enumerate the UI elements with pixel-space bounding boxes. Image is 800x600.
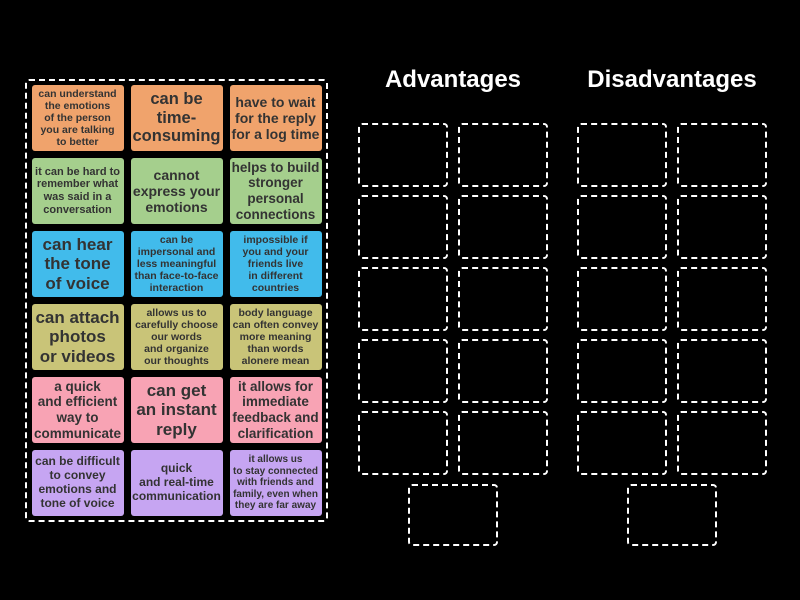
card-text: it can be hard to remember what was said… (35, 165, 120, 216)
card-text: can be time-consuming (132, 89, 221, 146)
category-advantages: Advantages (358, 66, 548, 546)
card-text: can get an instant reply (136, 380, 217, 439)
drop-slot-advantages[interactable] (358, 267, 448, 331)
card-9[interactable]: impossible if you and your friends live … (229, 231, 322, 297)
card-text: it allows us to stay connected with frie… (232, 454, 319, 512)
drop-slot-disadvantages[interactable] (627, 484, 717, 546)
category-disadvantages-title: Disadvantages (587, 66, 757, 93)
card-11[interactable]: allows us to carefully choose our words … (130, 304, 223, 370)
card-text: can understand the emotions of the perso… (38, 87, 117, 149)
category-advantages-title: Advantages (384, 66, 522, 93)
drop-slot-disadvantages[interactable] (577, 411, 667, 475)
card-6[interactable]: helps to build stronger personal connect… (229, 158, 322, 224)
card-18[interactable]: it allows us to stay connected with frie… (229, 450, 322, 516)
card-16[interactable]: can be difficult to convey emotions and … (31, 450, 124, 516)
drop-slot-advantages[interactable] (358, 339, 448, 403)
drop-slot-advantages[interactable] (408, 484, 498, 546)
card-2[interactable]: can be time-consuming (130, 85, 223, 151)
drop-slot-disadvantages[interactable] (677, 123, 767, 187)
card-14[interactable]: can get an instant reply (130, 377, 223, 443)
card-8[interactable]: can be impersonal and less meaningful th… (130, 231, 223, 297)
drop-slot-disadvantages[interactable] (677, 411, 767, 475)
drop-slot-advantages[interactable] (358, 195, 448, 259)
card-text: quick and real-time communication (132, 461, 221, 503)
card-pool: can understand the emotions of the perso… (25, 79, 328, 522)
card-4[interactable]: it can be hard to remember what was said… (31, 158, 124, 224)
drop-slot-disadvantages[interactable] (577, 339, 667, 403)
drop-slot-advantages[interactable] (358, 411, 448, 475)
disadvantages-bottom-slot-row (577, 484, 767, 546)
card-text: a quick and efficient way to communicate (33, 378, 122, 441)
category-disadvantages: Disadvantages (577, 66, 767, 546)
card-1[interactable]: can understand the emotions of the perso… (31, 85, 124, 151)
drop-slot-advantages[interactable] (358, 123, 448, 187)
card-text: cannot express your emotions (132, 166, 221, 216)
advantages-slot-grid (358, 123, 548, 475)
card-text: allows us to carefully choose our words … (135, 306, 218, 368)
advantages-bottom-slot-row (358, 484, 548, 546)
card-12[interactable]: body language can often convey more mean… (229, 304, 322, 370)
drop-slot-disadvantages[interactable] (677, 267, 767, 331)
card-15[interactable]: it allows for immediate feedback and cla… (229, 377, 322, 443)
card-text: can be difficult to convey emotions and … (35, 454, 120, 510)
card-7[interactable]: can hear the tone of voice (31, 231, 124, 297)
drop-slot-disadvantages[interactable] (677, 195, 767, 259)
card-10[interactable]: can attach photos or videos (31, 304, 124, 370)
card-5[interactable]: cannot express your emotions (130, 158, 223, 224)
card-text: can attach photos or videos (35, 307, 120, 366)
card-17[interactable]: quick and real-time communication (130, 450, 223, 516)
card-3[interactable]: have to wait for the reply for a log tim… (229, 85, 322, 151)
card-text: impossible if you and your friends live … (242, 233, 309, 295)
card-text: body language can often convey more mean… (232, 306, 319, 368)
drop-slot-advantages[interactable] (458, 411, 548, 475)
card-13[interactable]: a quick and efficient way to communicate (31, 377, 124, 443)
drop-slot-disadvantages[interactable] (677, 339, 767, 403)
drop-slot-advantages[interactable] (458, 123, 548, 187)
card-text: can be impersonal and less meaningful th… (134, 233, 219, 295)
disadvantages-slot-grid (577, 123, 767, 475)
drop-slot-advantages[interactable] (458, 267, 548, 331)
drop-slot-disadvantages[interactable] (577, 123, 667, 187)
drop-slot-advantages[interactable] (458, 195, 548, 259)
card-text: helps to build stronger personal connect… (231, 159, 320, 222)
drop-slot-disadvantages[interactable] (577, 195, 667, 259)
card-text: it allows for immediate feedback and cla… (232, 378, 319, 441)
card-text: can hear the tone of voice (42, 234, 113, 293)
drop-slot-disadvantages[interactable] (577, 267, 667, 331)
drop-slot-advantages[interactable] (458, 339, 548, 403)
card-text: have to wait for the reply for a log tim… (231, 93, 320, 143)
